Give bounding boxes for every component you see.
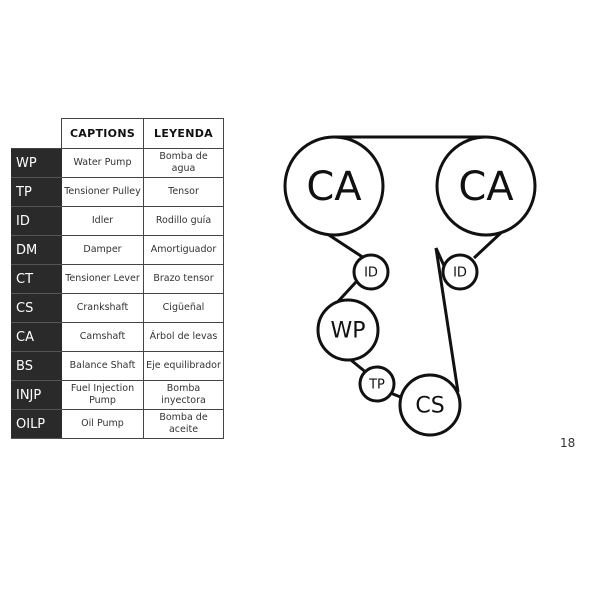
tensioner-pulley [358,365,396,403]
legend-caption: Crankshaft [61,293,144,323]
belt-segment-to-crank [434,247,460,393]
legend-leyenda: Amortiguador [143,235,224,265]
legend-leyenda: Brazo tensor [143,264,224,294]
page-number: 18 [560,436,576,450]
idler-left-pulley [352,253,390,291]
water-pump-label: WP [330,319,365,344]
idler-right-label: ID [453,266,467,281]
water-pump-pulley [316,298,380,362]
legend-header-captions: CAPTIONS [61,118,144,149]
legend-leyenda: Cigüeñal [143,293,224,323]
camshaft-left-pulley [283,135,385,237]
crankshaft-pulley [398,373,462,437]
legend-code: WP [11,148,62,178]
legend-leyenda: Bomba inyectora [143,380,224,410]
legend-code: OILP [11,409,62,439]
legend-header-blank [11,118,62,149]
camshaft-left-label: CA [306,164,362,210]
legend-code: ID [11,206,62,236]
legend-leyenda: Bomba de aceite [143,409,224,439]
idler-right-pulley [441,253,479,291]
idler-left-label: ID [364,266,378,281]
camshaft-right-label: CA [458,164,514,210]
legend-code: DM [11,235,62,265]
legend-caption: Water Pump [61,148,144,178]
crankshaft-label: CS [415,394,444,419]
pulley-labels: CA CA ID ID WP TP CS [306,164,514,419]
legend-caption: Oil Pump [61,409,144,439]
legend-leyenda: Eje equilibrador [143,351,224,381]
pulleys [283,135,537,437]
legend-code: CT [11,264,62,294]
camshaft-right-pulley [435,135,537,237]
legend-leyenda: Tensor [143,177,224,207]
legend-leyenda: Bomba de agua [143,148,224,178]
tensioner-label: TP [368,378,385,393]
legend-code: BS [11,351,62,381]
legend-code: CS [11,293,62,323]
legend-caption: Balance Shaft [61,351,144,381]
